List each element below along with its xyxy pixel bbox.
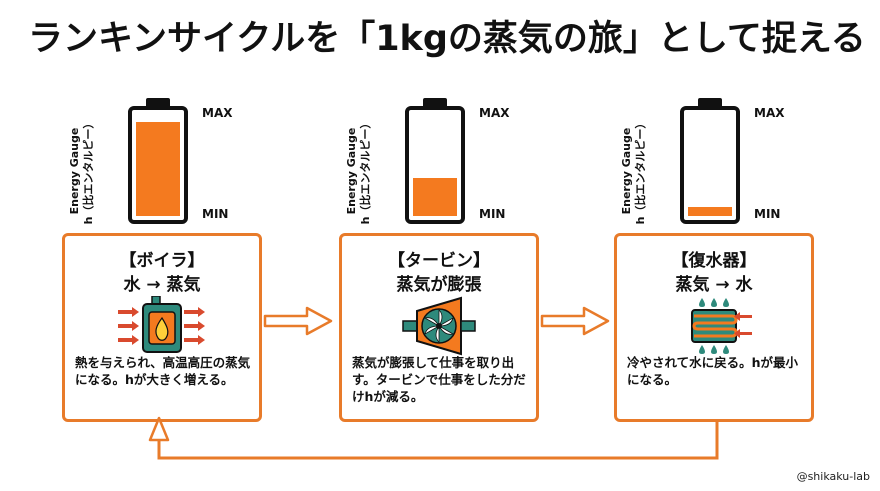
gauge-label-title: Energy Gauge (620, 127, 633, 215)
credit-text: @shikaku-lab (796, 470, 870, 483)
gauge-max-label: MAX (202, 106, 233, 120)
stage-title: 【復水器】 (671, 251, 757, 271)
turbine-icon (402, 296, 476, 356)
stage-subtitle: 蒸気 → 水 (675, 275, 753, 295)
gauge-min-label: MIN (202, 207, 229, 221)
stage-title: 【ボイラ】 (119, 251, 205, 271)
gauge-label-unit: h（比エンタルピー） (359, 117, 372, 225)
gauge-max-label: MAX (479, 106, 510, 120)
battery-gauge (680, 95, 740, 224)
battery-fill (136, 122, 180, 216)
gauge-label-title: Energy Gauge (345, 127, 358, 215)
stage-card: 【タービン】 蒸気が膨張 蒸気が膨張して仕事を取り出す。タービンで仕事をした分だ… (339, 233, 539, 422)
stage-description: 熱を与えられ、高温高圧の蒸気になる。hが大きく増える。 (75, 355, 251, 387)
stage-title: 【タービン】 (388, 251, 490, 271)
gauge-label-title: Energy Gauge (68, 127, 81, 215)
gauge-label-unit: h（比エンタルピー） (634, 117, 647, 225)
battery-gauge (405, 95, 465, 224)
gauge-label: Energy Gauge h（比エンタルピー） (614, 111, 654, 231)
stage-boiler: Energy Gauge h（比エンタルピー） MAX MIN 【ボイラ】 水 … (62, 95, 312, 425)
gauge-min-label: MIN (479, 207, 506, 221)
page-title: ランキンサイクルを「1kgの蒸気の旅」として捉える (28, 19, 866, 59)
stage-turbine: Energy Gauge h（比エンタルピー） MAX MIN 【タービン】 蒸… (339, 95, 589, 425)
stage-description: 蒸気が膨張して仕事を取り出す。タービンで仕事をした分だけhが減る。 (352, 355, 526, 404)
stage-description: 冷やされて水に戻る。hが最小になる。 (627, 355, 799, 387)
boiler-flame-icon (118, 296, 205, 353)
condenser-icon (691, 298, 752, 354)
flow-arrow-right (540, 306, 610, 336)
battery-fill (688, 206, 732, 216)
gauge-max-label: MAX (754, 106, 785, 120)
gauge-label: Energy Gauge h（比エンタルピー） (339, 111, 379, 231)
stage-subtitle: 蒸気が膨張 (396, 275, 482, 295)
stage-card: 【ボイラ】 水 → 蒸気 熱を与えられ、高温高圧の蒸気になる。hが大きく増える。 (62, 233, 262, 422)
gauge-min-label: MIN (754, 207, 781, 221)
battery-fill (413, 178, 457, 216)
stage-condenser: Energy Gauge h（比エンタルピー） MAX MIN 【復水器】 蒸気… (614, 95, 864, 425)
gauge-label: Energy Gauge h（比エンタルピー） (62, 111, 102, 231)
battery-gauge (128, 95, 188, 224)
gauge-label-unit: h（比エンタルピー） (82, 117, 95, 225)
flow-arrow-right (263, 306, 333, 336)
stage-card: 【復水器】 蒸気 → 水 冷やされて水に戻る。hが最小になる。 (614, 233, 814, 422)
stage-subtitle: 水 → 蒸気 (123, 275, 201, 295)
